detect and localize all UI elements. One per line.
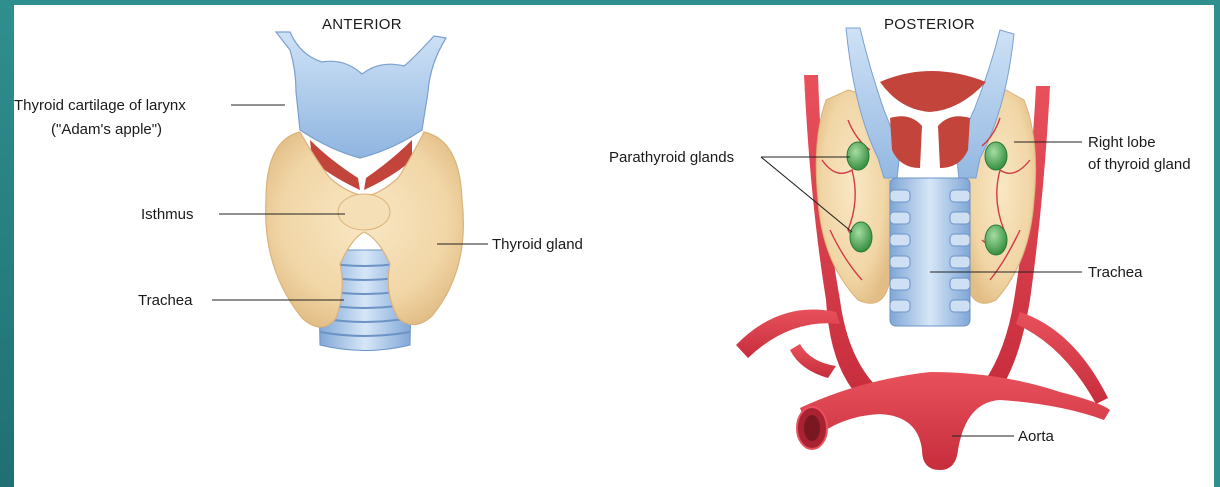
posterior-illustration: [736, 28, 1110, 470]
parathyroid-upper-left: [847, 142, 869, 170]
label-right-lobe-line1: Right lobe: [1088, 134, 1156, 151]
posterior-heading: POSTERIOR: [884, 16, 975, 33]
aortic-arch: [800, 372, 1110, 470]
label-thyroid-cartilage-line2: ("Adam's apple"): [51, 121, 162, 138]
label-trachea-posterior: Trachea: [1088, 264, 1143, 281]
label-right-lobe-line2: of thyroid gland: [1088, 156, 1191, 173]
left-subclavian-artery: [736, 309, 840, 358]
aorta-lumen: [804, 415, 820, 441]
label-thyroid-cartilage-line1: Thyroid cartilage of larynx: [14, 97, 186, 114]
parathyroid-upper-right: [985, 142, 1007, 170]
left-branch-artery: [790, 344, 836, 378]
anterior-heading: ANTERIOR: [322, 16, 402, 33]
posterior-muscle-top: [880, 71, 986, 112]
label-trachea-anterior: Trachea: [138, 292, 193, 309]
label-parathyroid-glands: Parathyroid glands: [609, 149, 734, 166]
parathyroid-lower-left: [850, 222, 872, 252]
label-isthmus: Isthmus: [141, 206, 194, 223]
anterior-illustration: [266, 32, 464, 351]
parathyroid-lower-right: [985, 225, 1007, 255]
label-aorta: Aorta: [1018, 428, 1055, 445]
label-thyroid-gland: Thyroid gland: [492, 236, 583, 253]
isthmus-shape: [338, 194, 390, 230]
